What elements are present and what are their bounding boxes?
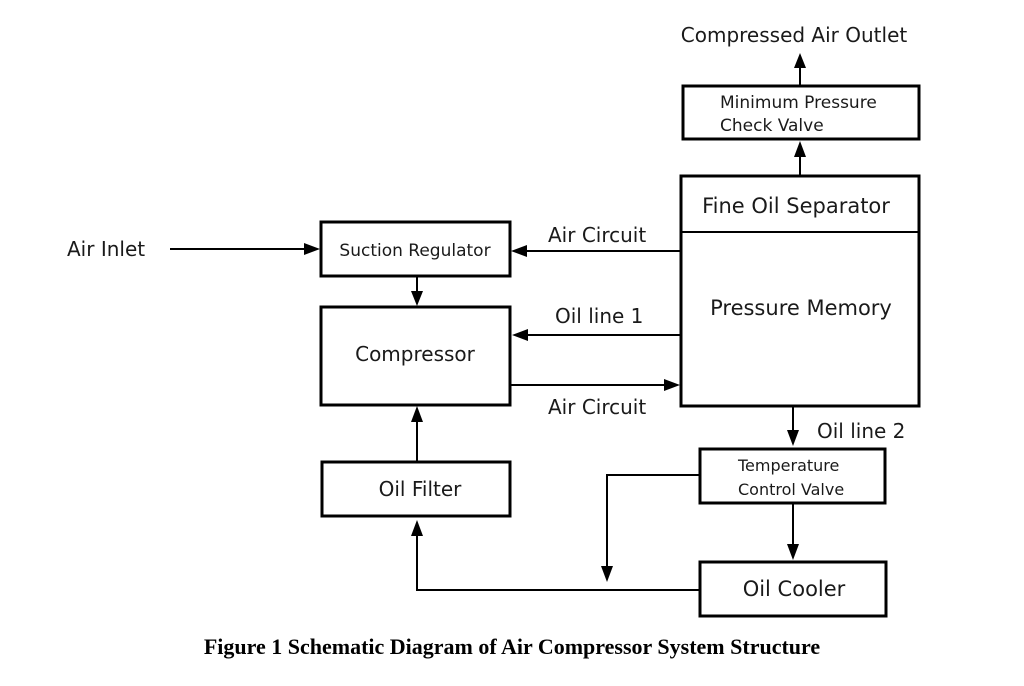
compressor-oil-arrowhead — [411, 406, 423, 422]
compressor-block: Compressor — [319, 305, 512, 407]
oil-filter-label: Oil Filter — [379, 477, 463, 501]
outlet-arrowhead — [794, 53, 806, 68]
oil-line-2-arrowhead — [787, 430, 799, 446]
suction-regulator-label: Suction Regulator — [339, 241, 490, 261]
oil-line-1-label: Oil line 1 — [555, 304, 643, 328]
oil-cooler-label: Oil Cooler — [743, 577, 846, 601]
air-inlet-label: Air Inlet — [67, 237, 145, 261]
bypass-arrowhead — [601, 566, 613, 582]
fine-oil-separator-label: Fine Oil Separator — [702, 194, 890, 218]
bypass-connector — [606, 474, 700, 566]
oil-filter-block: Oil Filter — [320, 460, 512, 518]
suction-regulator-block: Suction Regulator — [319, 220, 512, 278]
temperature-valve-line-2: Control Valve — [738, 480, 844, 499]
pressure-memory-label: Pressure Memory — [710, 296, 892, 320]
separator-memory-block: Fine Oil Separator Pressure Memory — [679, 174, 921, 408]
valve-arrowhead — [794, 141, 806, 157]
air-circuit-supply-label: Air Circuit — [548, 395, 646, 419]
compressor-label: Compressor — [355, 342, 476, 366]
oil-filter-arrowhead — [411, 520, 423, 536]
oil-line-2-label: Oil line 2 — [817, 419, 905, 443]
compressed-air-outlet-label: Compressed Air Outlet — [681, 23, 908, 47]
figure-caption: Figure 1 Schematic Diagram of Air Compre… — [203, 634, 821, 659]
min-pressure-valve-line-1: Minimum Pressure — [720, 93, 877, 113]
minimum-pressure-check-valve-block: Minimum Pressure Check Valve — [681, 84, 921, 141]
oil-cooler-block: Oil Cooler — [698, 560, 888, 618]
air-circuit-supply-arrowhead — [664, 379, 680, 391]
compressor-inlet-arrowhead — [411, 291, 423, 306]
air-inlet-arrowhead — [304, 243, 320, 255]
cooler-arrowhead — [787, 544, 799, 560]
air-circuit-return-label: Air Circuit — [548, 223, 646, 247]
temperature-valve-line-1: Temperature — [737, 456, 839, 475]
air-circuit-return-arrowhead — [511, 245, 527, 257]
temperature-control-valve-block: Temperature Control Valve — [698, 447, 887, 505]
oil-line-1-arrowhead — [512, 329, 528, 341]
min-pressure-valve-line-2: Check Valve — [720, 116, 824, 136]
cooler-return-connector — [416, 536, 700, 591]
